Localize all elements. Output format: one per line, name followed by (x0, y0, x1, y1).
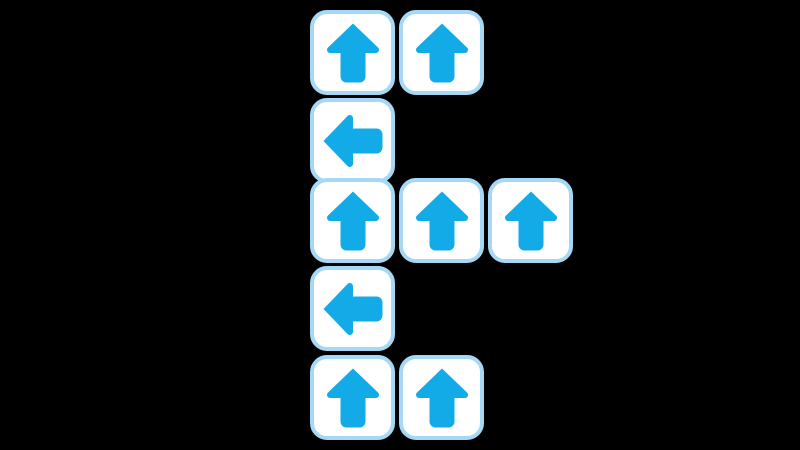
arrow-up-icon (326, 23, 379, 82)
arrow-tile-up[interactable] (399, 178, 484, 263)
arrow-tile-up[interactable] (488, 178, 573, 263)
arrow-up-icon (326, 368, 379, 427)
arrow-up-icon (415, 368, 468, 427)
arrow-tile-left[interactable] (310, 98, 395, 183)
arrow-up-icon (415, 191, 468, 250)
arrow-tile-up[interactable] (310, 10, 395, 95)
arrow-tile-left[interactable] (310, 266, 395, 351)
arrow-tile-up[interactable] (399, 355, 484, 440)
arrow-left-icon (323, 114, 382, 167)
arrow-tile-up[interactable] (310, 178, 395, 263)
arrow-up-icon (504, 191, 557, 250)
arrow-left-icon (323, 282, 382, 335)
arrow-tile-up[interactable] (310, 355, 395, 440)
arrow-up-icon (415, 23, 468, 82)
arrow-tile-up[interactable] (399, 10, 484, 95)
arrow-up-icon (326, 191, 379, 250)
